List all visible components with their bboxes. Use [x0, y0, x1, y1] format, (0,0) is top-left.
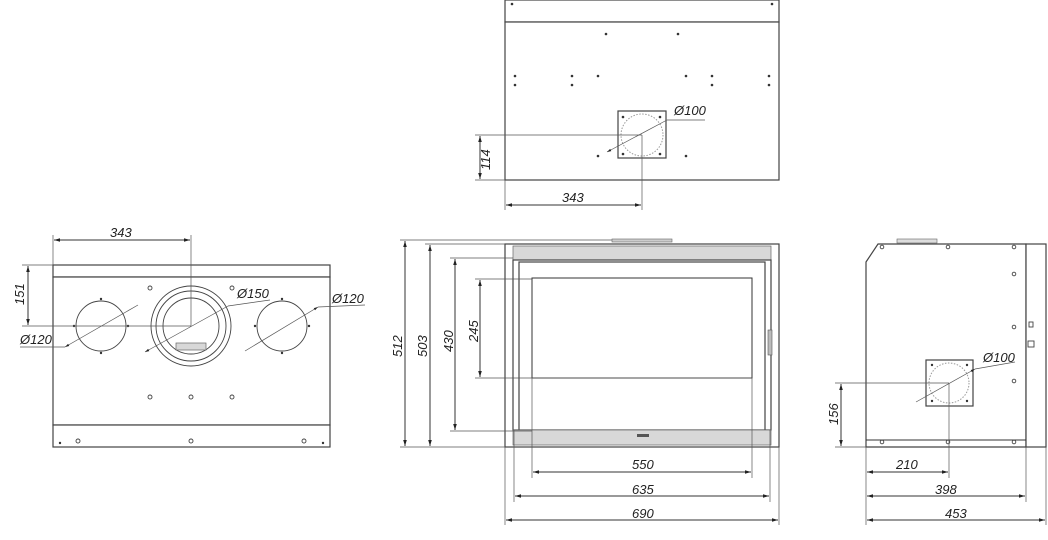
top-dim-114: 114: [478, 149, 493, 170]
top-outlet-diameter-label: Ø100: [673, 103, 707, 118]
side-dim-398: 398: [935, 482, 957, 497]
top-dim-343: 343: [562, 190, 584, 205]
side-dim-210: 210: [895, 457, 918, 472]
front-dim-635: 635: [632, 482, 654, 497]
rear-dim-343: 343: [110, 225, 132, 240]
rear-dim-151: 151: [12, 283, 27, 305]
front-view: 512 503 430 245 550 635 690: [390, 238, 780, 525]
front-dim-550: 550: [632, 457, 654, 472]
front-dim-690: 690: [632, 506, 654, 521]
side-dim-156: 156: [826, 403, 841, 425]
side-outlet-diameter-label: Ø100: [982, 350, 1016, 365]
rear-center-diameter-label: Ø150: [236, 286, 270, 301]
side-view: Ø100 156 210 398 453: [826, 238, 1047, 525]
front-dim-503: 503: [415, 335, 430, 357]
rear-right-diameter-label: Ø120: [331, 291, 365, 306]
front-dim-430: 430: [441, 330, 456, 352]
top-view: Ø100 114 343: [475, 0, 780, 210]
front-dim-245: 245: [466, 320, 481, 343]
side-dim-453: 453: [945, 506, 967, 521]
front-dim-512: 512: [390, 335, 405, 357]
rear-left-diameter-label: Ø120: [19, 332, 53, 347]
rear-view: Ø120 Ø150 Ø120 343 151: [12, 225, 366, 448]
